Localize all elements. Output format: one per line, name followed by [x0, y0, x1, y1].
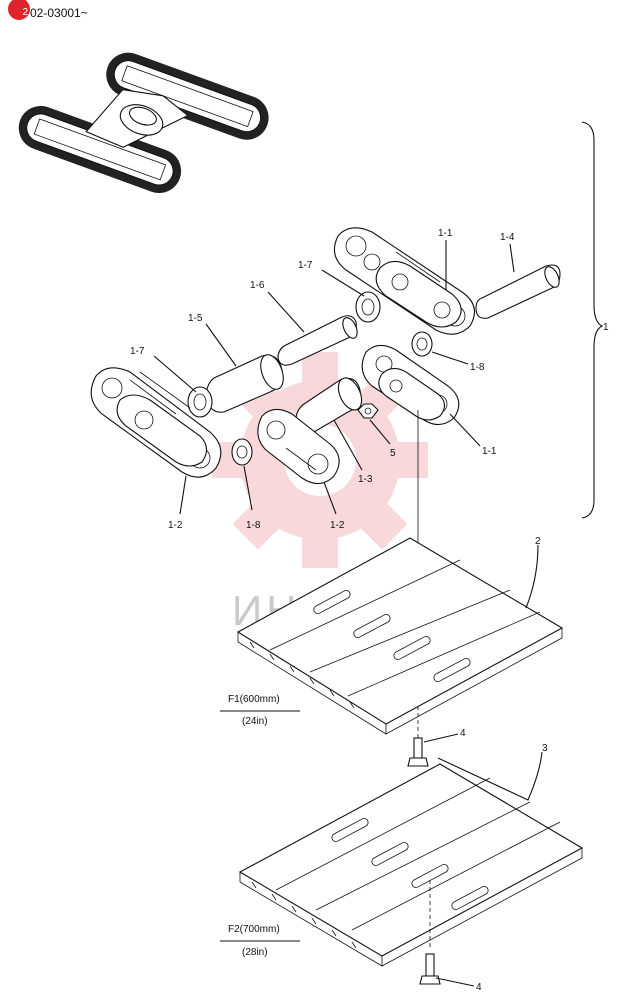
callout-2: 2 — [535, 536, 541, 547]
callout-1-5: 1-5 — [188, 313, 203, 324]
leader-4-top — [423, 733, 459, 743]
leader-4-bottom — [435, 977, 475, 987]
callout-1: 1 — [603, 322, 609, 333]
nut-5 — [357, 403, 379, 419]
pin-1-4 — [475, 264, 561, 319]
leader-1-2-left — [179, 475, 187, 515]
undercarriage-thumbnail — [18, 52, 269, 194]
callout-1-6: 1-6 — [250, 280, 265, 291]
callout-1-2-left: 1-2 — [168, 520, 183, 531]
callout-1-7-left: 1-7 — [130, 346, 145, 357]
page-badge: 2 — [8, 0, 30, 20]
leader-1-7-right — [321, 269, 365, 297]
callout-1-8-left: 1-8 — [246, 520, 261, 531]
callout-1-1-lower: 1-1 — [482, 446, 497, 457]
shoe-plate-f1 — [236, 537, 564, 735]
callout-1-7-right: 1-7 — [298, 260, 313, 271]
leader-1-6 — [267, 291, 305, 333]
shoe-f2-name: F2(700mm) — [228, 924, 280, 935]
spacer-1-8-left — [231, 438, 253, 466]
seal-1-7-right — [355, 291, 381, 323]
pin-1-6 — [277, 315, 358, 366]
shoe-f1-name: F1(600mm) — [228, 694, 280, 705]
leader-5 — [369, 419, 391, 445]
model-code-header: 2 YY02-03001~ — [8, 0, 88, 20]
leader-1-8-right — [431, 351, 469, 365]
leader-1-5 — [205, 323, 237, 367]
bolt-4-top — [407, 737, 429, 767]
spacer-1-8-right — [411, 331, 433, 357]
link-1-2-left — [90, 367, 222, 478]
link-1-1-lower — [361, 344, 460, 426]
bolt-4-bottom — [419, 953, 441, 985]
assembly-bracket — [581, 121, 604, 519]
callout-1-3: 1-3 — [358, 474, 373, 485]
leader-1-3 — [333, 419, 363, 471]
link-1-1-upper — [333, 227, 476, 335]
leader-2 — [525, 544, 539, 609]
leader-1-2-middle — [323, 481, 337, 515]
callout-1-2-middle: 1-2 — [330, 520, 345, 531]
callout-4-top: 4 — [460, 728, 466, 739]
leader-1-7-left — [153, 355, 197, 393]
link-1-2-middle — [257, 408, 340, 485]
callout-1-1-upper: 1-1 — [438, 228, 453, 239]
shoe-f1-size: (24in) — [242, 716, 268, 727]
leader-1-1-lower — [449, 413, 481, 447]
callout-1-4: 1-4 — [500, 232, 515, 243]
callout-5: 5 — [390, 448, 396, 459]
bushing-1-3 — [295, 377, 363, 434]
model-code: YY02-03001~ — [14, 6, 88, 20]
seal-1-7-left — [187, 386, 213, 418]
shoe-plate-f2 — [238, 763, 584, 967]
shoe-f2-size: (28in) — [242, 947, 268, 958]
leader-1-8-left — [243, 465, 253, 511]
leader-3 — [437, 751, 543, 801]
leader-1-4 — [509, 243, 515, 273]
callout-1-8-right: 1-8 — [470, 362, 485, 373]
callout-3: 3 — [542, 743, 548, 754]
callout-4-bottom: 4 — [476, 982, 482, 993]
